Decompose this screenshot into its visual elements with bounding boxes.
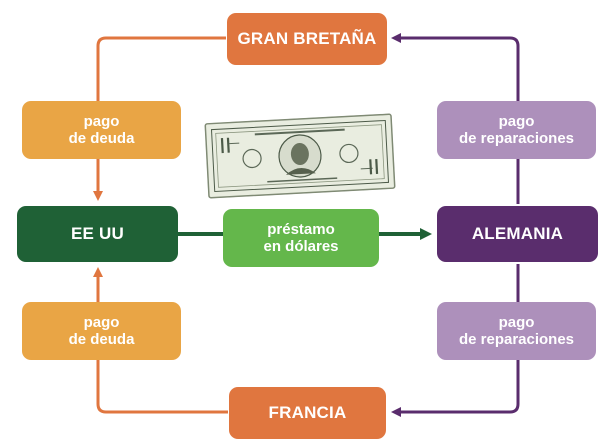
debt-payment-top-line1: pago: [83, 112, 120, 130]
reparations-payment-top-line1: pago: [498, 112, 535, 130]
debt-payment-bottom-line2: de deuda: [68, 331, 135, 348]
dollar-loan: préstamo en dólares: [223, 209, 379, 267]
arrow-germany-to-britain: [391, 33, 520, 204]
country-us: EE UU: [17, 206, 178, 262]
debt-payment-bottom: pago de deuda: [22, 302, 181, 360]
country-germany-label: ALEMANIA: [471, 224, 564, 244]
reparations-payment-bottom-line2: de reparaciones: [458, 331, 575, 348]
country-britain: GRAN BRETAÑA: [227, 13, 387, 65]
arrow-france-to-us: [93, 267, 228, 414]
country-france: FRANCIA: [229, 387, 386, 439]
dollar-bill-icon: [204, 113, 396, 199]
arrow-britain-to-us: [93, 36, 226, 201]
debt-payment-top-line2: de deuda: [68, 130, 135, 147]
dollar-loan-line2: en dólares: [263, 238, 339, 255]
arrow-germany-to-france: [391, 264, 520, 417]
debt-payment-top: pago de deuda: [22, 101, 181, 159]
reparations-payment-top: pago de reparaciones: [437, 101, 596, 159]
dollar-loan-line1: préstamo: [267, 220, 335, 238]
country-us-label: EE UU: [71, 224, 124, 244]
country-britain-label: GRAN BRETAÑA: [237, 29, 377, 49]
debt-payment-bottom-line1: pago: [83, 313, 120, 331]
reparations-payment-top-line2: de reparaciones: [458, 130, 575, 147]
reparations-payment-bottom-line1: pago: [498, 313, 535, 331]
country-germany: ALEMANIA: [437, 206, 598, 262]
country-france-label: FRANCIA: [268, 403, 347, 423]
reparations-payment-bottom: pago de reparaciones: [437, 302, 596, 360]
